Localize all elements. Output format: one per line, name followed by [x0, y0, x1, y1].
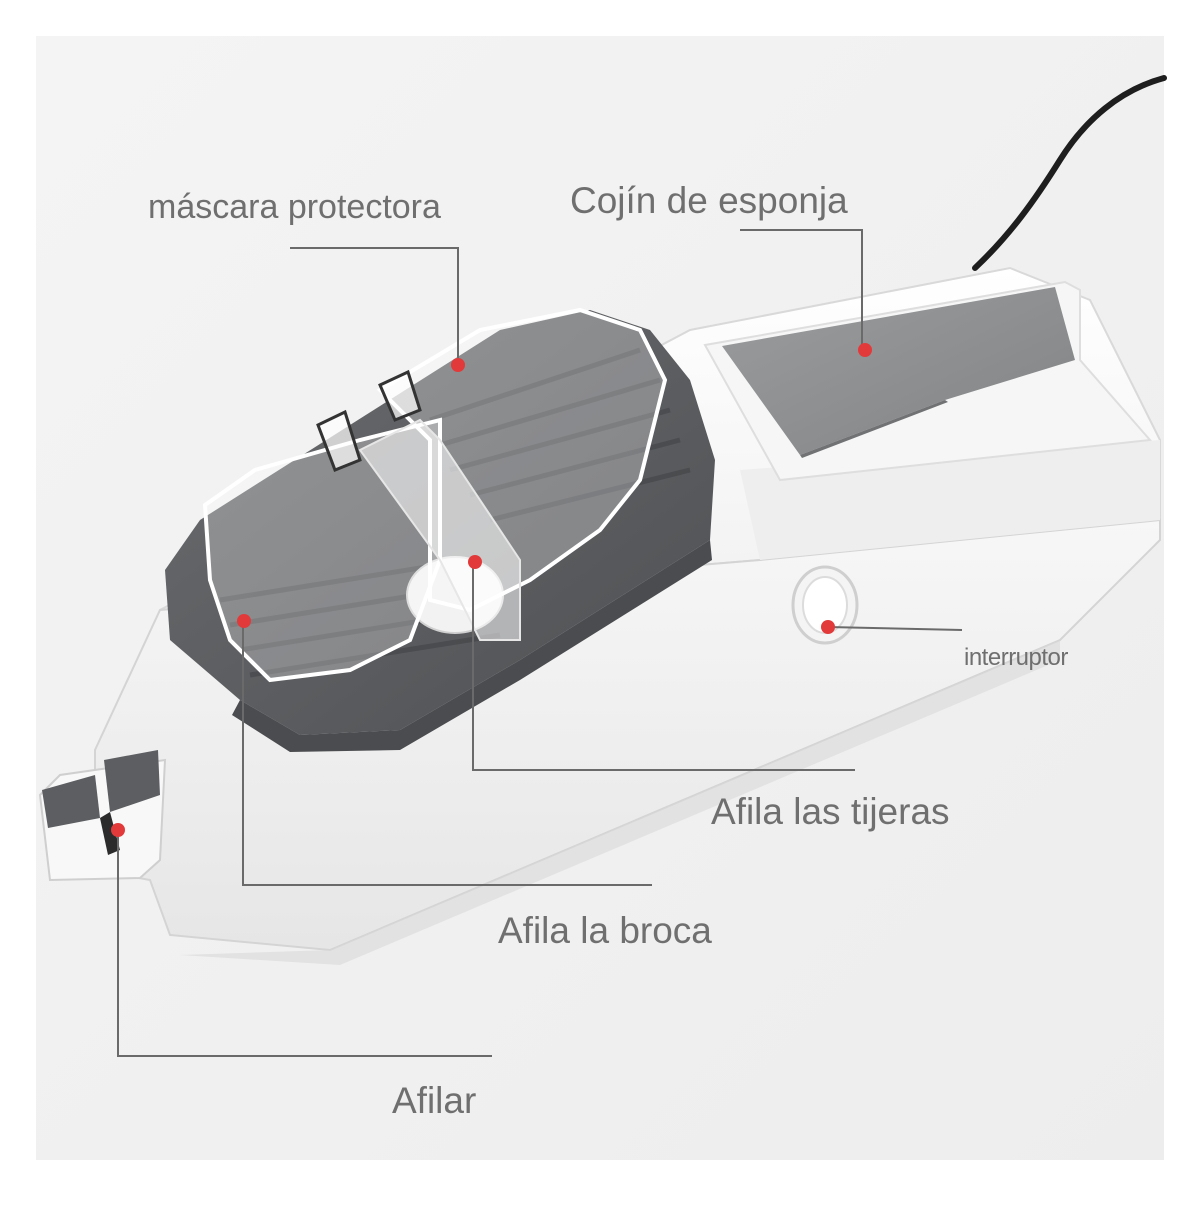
sponge-pad [722, 287, 1075, 455]
label-mascara-protectora: máscara protectora [148, 188, 441, 226]
protective-cover [202, 307, 668, 683]
rocker-switch-icon[interactable] [791, 565, 859, 645]
red-dot-marker-tijeras [468, 555, 482, 569]
tray-lip [232, 540, 712, 752]
red-dot-marker-broca [237, 614, 251, 628]
leader-lines [117, 229, 963, 1057]
power-cable [972, 75, 1167, 271]
tray-ribs [219, 347, 691, 678]
label-afila-la-broca: Afila la broca [498, 910, 712, 951]
label-afila-las-tijeras: Afila las tijeras [711, 791, 950, 832]
marker-group [111, 343, 872, 837]
label-afilar: Afilar [392, 1080, 477, 1121]
label-cojin-de-esponja: Cojín de esponja [570, 180, 848, 221]
knife-sharpening-slot [38, 750, 167, 882]
red-dot-marker-interruptor [821, 620, 835, 634]
red-dot-marker-afilar [111, 823, 125, 837]
label-interruptor: interruptor [964, 644, 1068, 671]
red-dot-marker-cojin [858, 343, 872, 357]
red-dot-marker-mascara [451, 358, 465, 372]
